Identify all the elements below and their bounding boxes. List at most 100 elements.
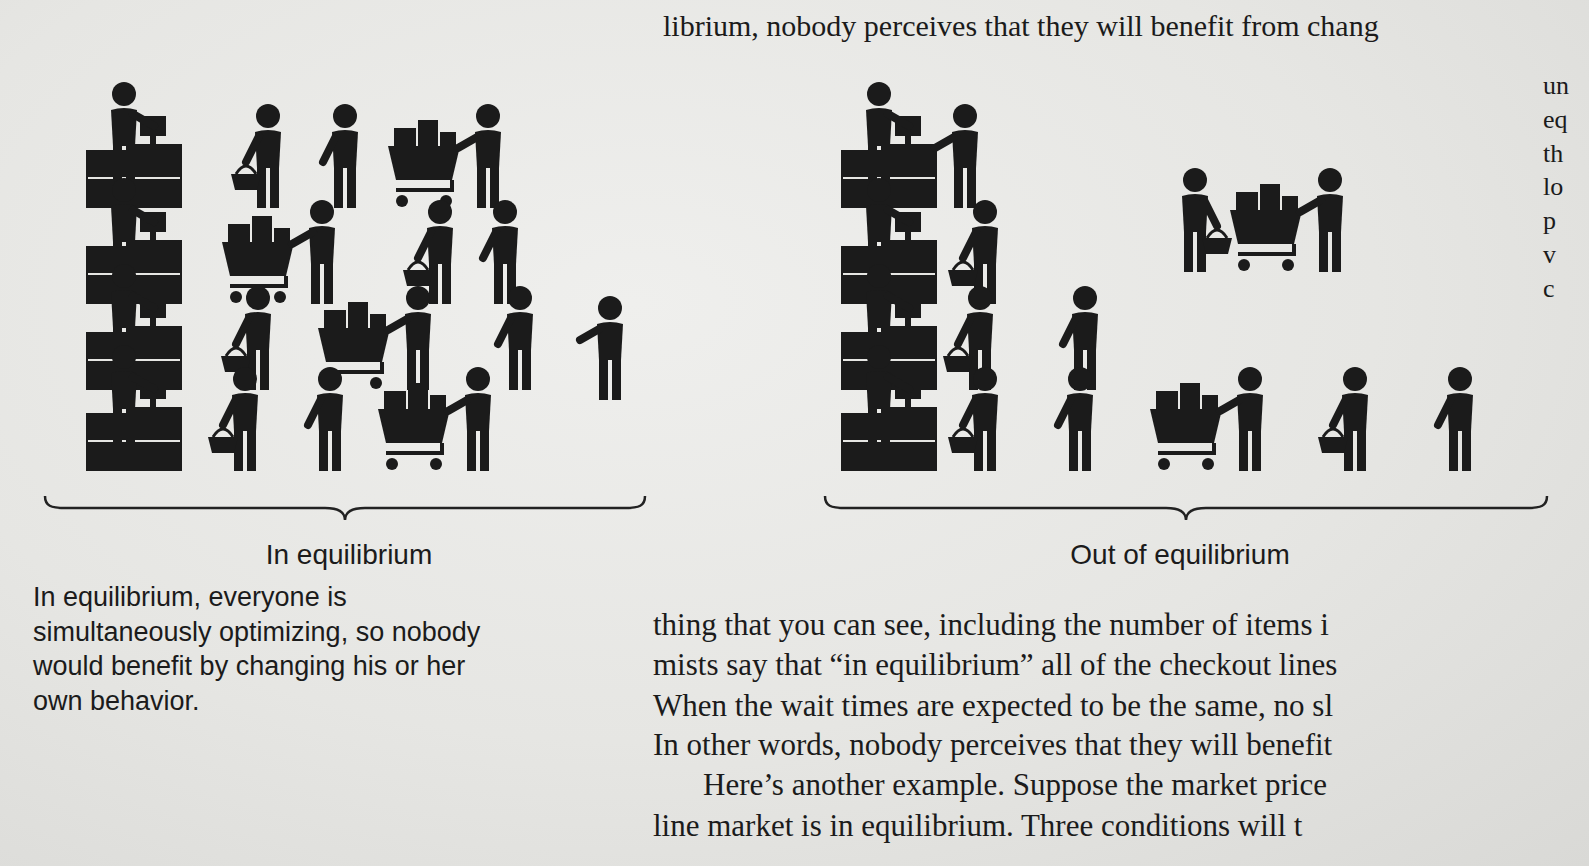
scene-label: In equilibrium xyxy=(266,538,433,572)
cart-wheel xyxy=(1282,259,1294,271)
person-pictogram xyxy=(1058,367,1093,471)
basket-body xyxy=(948,270,978,286)
counter-top xyxy=(885,326,937,332)
basket-handle xyxy=(953,429,973,437)
person-leg xyxy=(954,166,963,208)
person-leg xyxy=(494,262,503,304)
person-arm xyxy=(958,318,971,344)
monitor-stand xyxy=(905,232,911,240)
cart-frame xyxy=(1238,252,1296,256)
monitor-stand xyxy=(150,136,156,144)
person-leg xyxy=(257,166,266,208)
cart-frame xyxy=(1292,244,1296,254)
person-arm xyxy=(963,399,976,425)
person-leg xyxy=(234,429,243,471)
cart-frame xyxy=(1158,451,1216,455)
person-arm xyxy=(458,136,479,148)
scene-label: Out of equilibrium xyxy=(1070,538,1289,572)
cart-wheel xyxy=(430,458,442,470)
person-pictogram xyxy=(1438,367,1473,471)
basket-body xyxy=(403,270,433,286)
person-leg xyxy=(509,348,518,390)
person-arm xyxy=(1333,399,1346,425)
equilibrium-scene xyxy=(86,82,623,471)
cart-goods xyxy=(228,224,250,242)
body-text-line: Here’s another example. Suppose the mark… xyxy=(703,766,1327,803)
cart-basket xyxy=(378,409,450,443)
person-head xyxy=(493,200,517,224)
person-head xyxy=(1448,367,1472,391)
margin-fragment: un xyxy=(1543,70,1569,101)
monitor-stand xyxy=(905,318,911,326)
person-head xyxy=(953,104,977,128)
cart-goods xyxy=(1180,383,1200,409)
person-leg xyxy=(126,407,135,449)
person-head xyxy=(1343,367,1367,391)
person-pictogram xyxy=(308,367,343,471)
basket-body xyxy=(231,174,261,190)
person-pictogram xyxy=(1063,286,1098,390)
person-head xyxy=(1318,168,1342,192)
basket-body xyxy=(1202,238,1232,254)
person-arm xyxy=(1204,200,1217,226)
cart-basket xyxy=(318,328,390,362)
shopping-cart xyxy=(388,120,468,207)
person-head xyxy=(867,264,891,288)
shopping-cart xyxy=(1230,184,1310,271)
person-leg xyxy=(332,429,341,471)
person-leg xyxy=(1319,230,1328,272)
cart-wheel xyxy=(1238,259,1250,271)
person-head xyxy=(406,286,430,310)
cart-goods xyxy=(384,391,406,409)
person-pictogram xyxy=(1220,367,1263,471)
basket-handle xyxy=(948,348,968,356)
basket-body xyxy=(1318,437,1348,453)
cart-goods xyxy=(1260,184,1280,210)
person-arm xyxy=(223,399,236,425)
cart-basket xyxy=(222,242,294,276)
cart-basket xyxy=(1230,210,1302,244)
body-text-line: In other words, nobody perceives that th… xyxy=(653,726,1332,763)
person-leg xyxy=(1462,429,1471,471)
person-leg xyxy=(1332,230,1341,272)
person-head xyxy=(1073,286,1097,310)
cart-frame xyxy=(450,180,454,190)
person-leg xyxy=(612,358,621,400)
person-pictogram xyxy=(866,345,909,449)
person-leg xyxy=(247,429,256,471)
person-arm xyxy=(1063,318,1076,344)
cart-goods xyxy=(1156,391,1178,409)
person-pictogram xyxy=(866,82,909,186)
cart-frame xyxy=(386,451,444,455)
figure-caption: In equilibrium, everyone is simultaneous… xyxy=(33,580,495,718)
basket-handle xyxy=(953,262,973,270)
person-leg xyxy=(477,166,486,208)
cart-goods xyxy=(1282,196,1298,210)
cart-goods xyxy=(418,120,438,146)
person-leg xyxy=(270,166,279,208)
person-pictogram xyxy=(948,367,998,471)
counter-top xyxy=(885,407,937,413)
cart-frame xyxy=(380,362,384,372)
margin-fragment: v xyxy=(1543,239,1556,270)
cart-goods xyxy=(370,314,386,328)
person-pictogram xyxy=(208,367,258,471)
body-text-line: When the wait times are expected to be t… xyxy=(653,687,1333,724)
body-text-line: thing that you can see, including the nu… xyxy=(653,606,1329,643)
person-leg xyxy=(1344,429,1353,471)
person-arm xyxy=(448,399,469,411)
disequilibrium-scene xyxy=(841,82,1473,471)
person-leg xyxy=(467,429,476,471)
cart-wheel xyxy=(396,195,408,207)
person-pictogram xyxy=(111,264,154,368)
counter-top xyxy=(130,144,182,150)
person-head xyxy=(310,200,334,224)
person-arm xyxy=(388,318,409,330)
person-pictogram xyxy=(935,104,978,208)
person-leg xyxy=(347,166,356,208)
person-leg xyxy=(974,429,983,471)
person-head xyxy=(867,345,891,369)
person-leg xyxy=(868,407,877,449)
person-arm xyxy=(963,232,976,258)
